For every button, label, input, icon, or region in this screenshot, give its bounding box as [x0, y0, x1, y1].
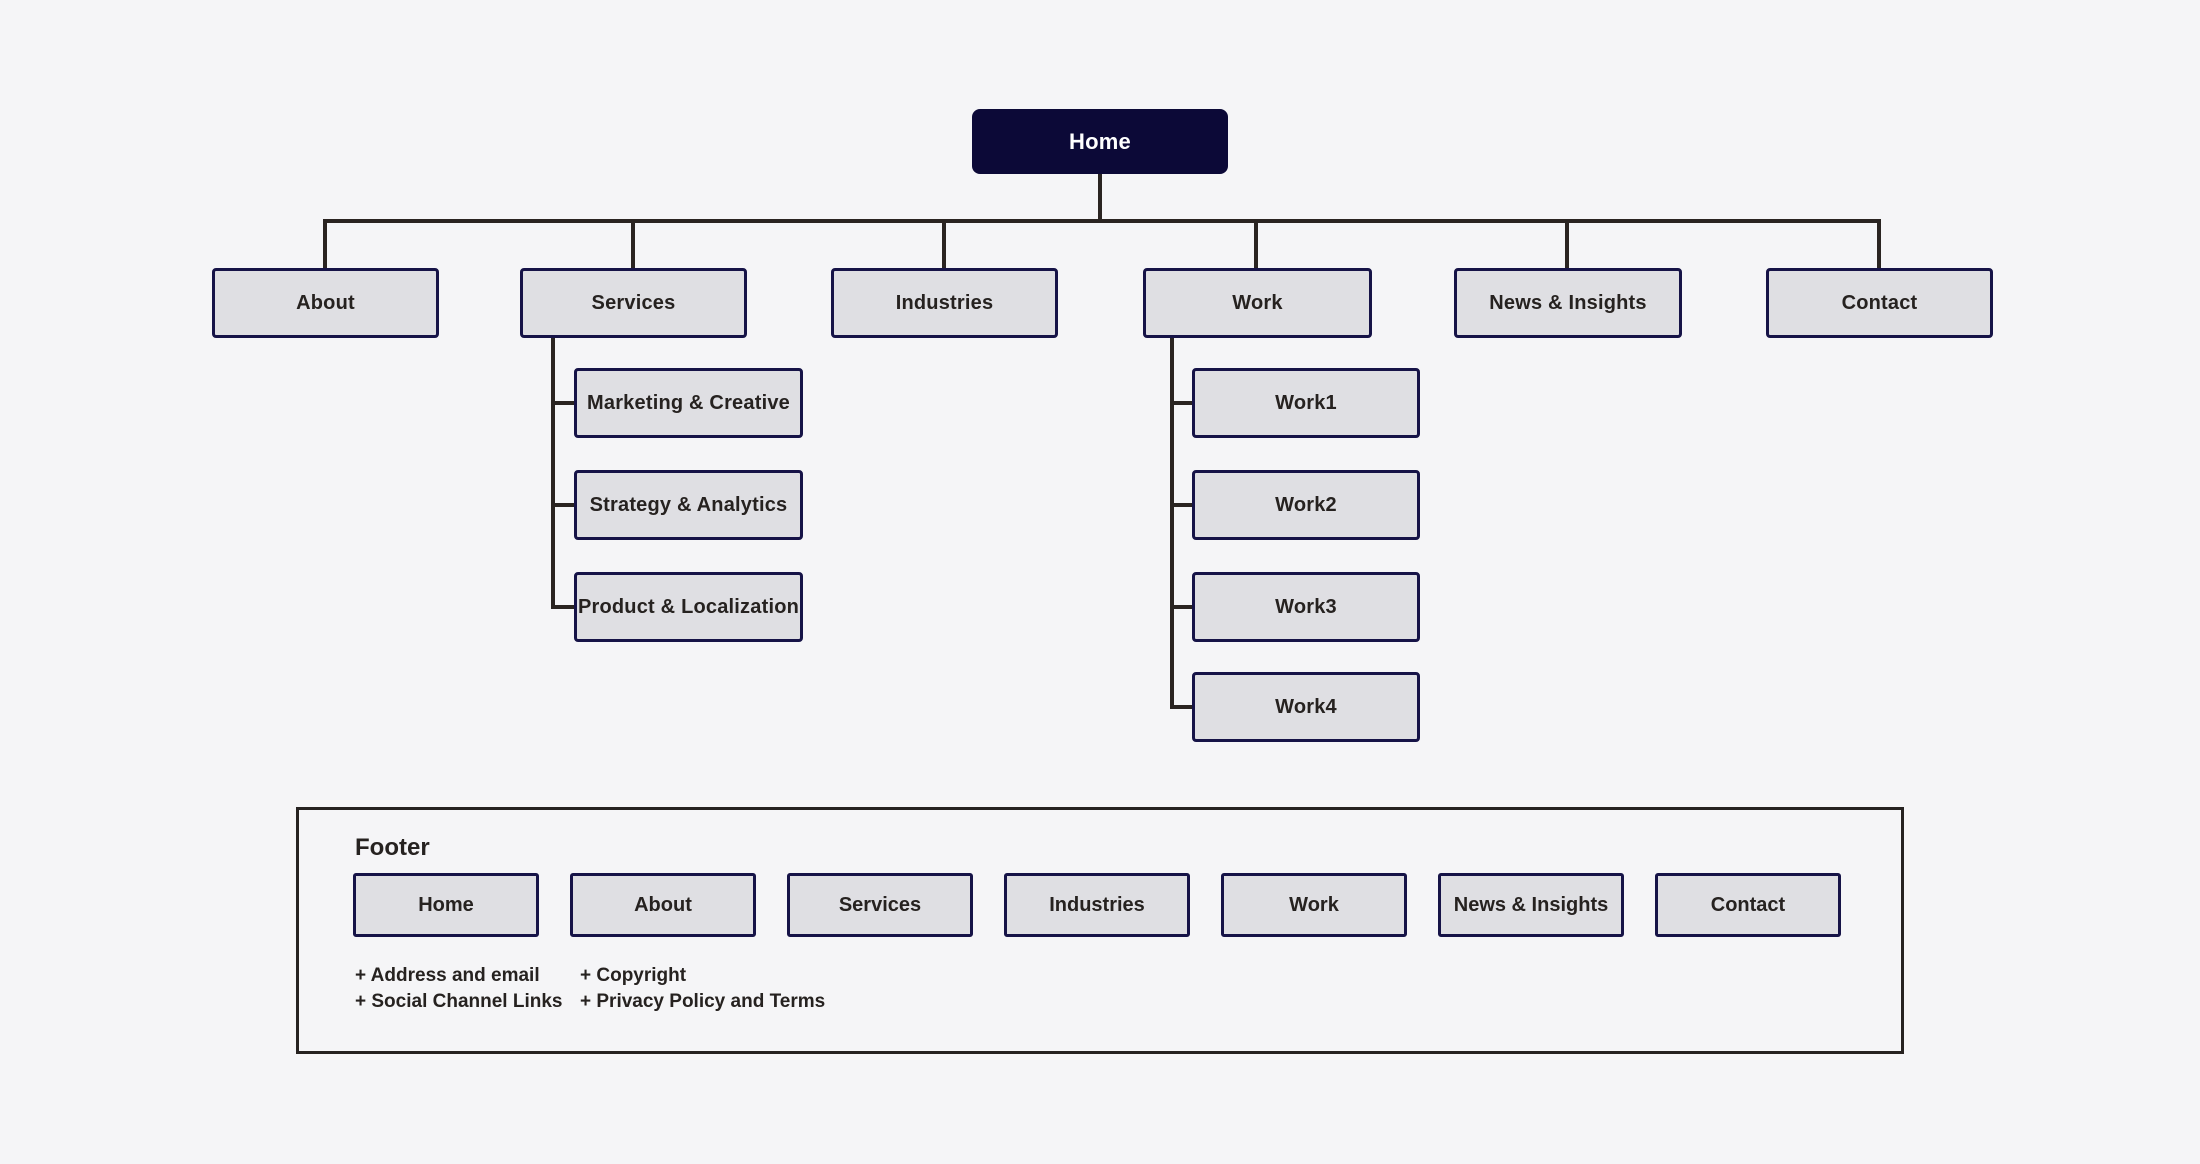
- footer-notes-left: + Address and email + Social Channel Lin…: [355, 963, 562, 1015]
- connector-home-stem: [1098, 174, 1102, 223]
- node-strategy-analytics[interactable]: Strategy & Analytics: [574, 470, 803, 540]
- connector-work-stub-3: [1170, 605, 1192, 609]
- node-work4[interactable]: Work4: [1192, 672, 1420, 742]
- node-home[interactable]: Home: [972, 109, 1228, 174]
- connector-services-stub-1: [551, 401, 574, 405]
- connector-drop-work: [1254, 219, 1258, 268]
- connector-work-stub-1: [1170, 401, 1192, 405]
- node-about[interactable]: About: [212, 268, 439, 338]
- connector-drop-contact: [1877, 219, 1881, 268]
- footer-note-privacy: + Privacy Policy and Terms: [580, 991, 826, 1012]
- footer-title: Footer: [355, 834, 430, 861]
- connector-drop-industries: [942, 219, 946, 268]
- footer-button-industries[interactable]: Industries: [1004, 873, 1190, 937]
- node-work3[interactable]: Work3: [1192, 572, 1420, 642]
- connector-work-vertical: [1170, 338, 1174, 709]
- connector-work-stub-4: [1170, 705, 1192, 709]
- footer-button-home[interactable]: Home: [353, 873, 539, 937]
- footer-note-address: + Address and email: [355, 965, 540, 986]
- footer-button-services[interactable]: Services: [787, 873, 973, 937]
- connector-services-vertical: [551, 338, 555, 609]
- node-services[interactable]: Services: [520, 268, 747, 338]
- node-product-localization[interactable]: Product & Localization: [574, 572, 803, 642]
- footer-button-contact[interactable]: Contact: [1655, 873, 1841, 937]
- node-marketing-creative[interactable]: Marketing & Creative: [574, 368, 803, 438]
- node-work2[interactable]: Work2: [1192, 470, 1420, 540]
- node-contact[interactable]: Contact: [1766, 268, 1993, 338]
- connector-work-stub-2: [1170, 503, 1192, 507]
- node-industries[interactable]: Industries: [831, 268, 1058, 338]
- connector-services-stub-2: [551, 503, 574, 507]
- connector-drop-news: [1565, 219, 1569, 268]
- footer-button-news-insights[interactable]: News & Insights: [1438, 873, 1624, 937]
- connector-drop-services: [631, 219, 635, 268]
- footer-button-work[interactable]: Work: [1221, 873, 1407, 937]
- connector-drop-about: [323, 219, 327, 268]
- node-work[interactable]: Work: [1143, 268, 1372, 338]
- node-work1[interactable]: Work1: [1192, 368, 1420, 438]
- footer-button-about[interactable]: About: [570, 873, 756, 937]
- connector-level2-bus: [324, 219, 1881, 223]
- connector-services-stub-3: [551, 605, 574, 609]
- footer-notes-right: + Copyright + Privacy Policy and Terms: [580, 963, 825, 1015]
- footer-note-social: + Social Channel Links: [355, 991, 563, 1012]
- footer-note-copyright: + Copyright: [580, 965, 687, 986]
- footer-section: Footer Home About Services Industries Wo…: [296, 807, 1904, 1054]
- node-news-insights[interactable]: News & Insights: [1454, 268, 1682, 338]
